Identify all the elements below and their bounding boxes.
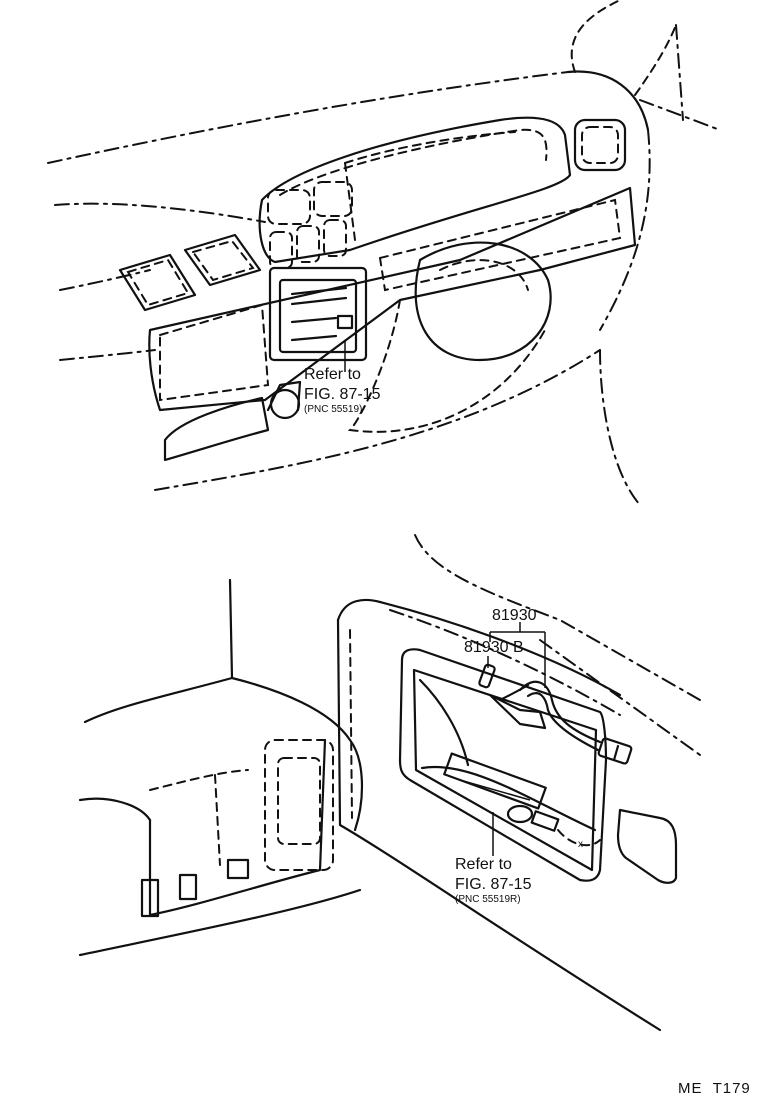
instrument-panel-drawing — [47, 0, 721, 506]
part-number-main: 81930 — [492, 607, 537, 624]
bottom-refer-line3: (PNC 55519R) — [455, 894, 521, 905]
rear-compartment-drawing: x — [78, 534, 701, 1032]
top-refer-line1: Refer to — [304, 366, 361, 383]
svg-text:x: x — [578, 839, 583, 850]
part-number-sub: 81930 B — [464, 639, 524, 656]
figure-code: ME T179 — [678, 1080, 751, 1097]
top-refer-line2: FIG. 87-15 — [304, 386, 381, 403]
top-refer-line3: (PNC 55519) — [304, 404, 362, 415]
bottom-refer-line2: FIG. 87-15 — [455, 876, 532, 893]
bottom-refer-line1: Refer to — [455, 856, 512, 873]
